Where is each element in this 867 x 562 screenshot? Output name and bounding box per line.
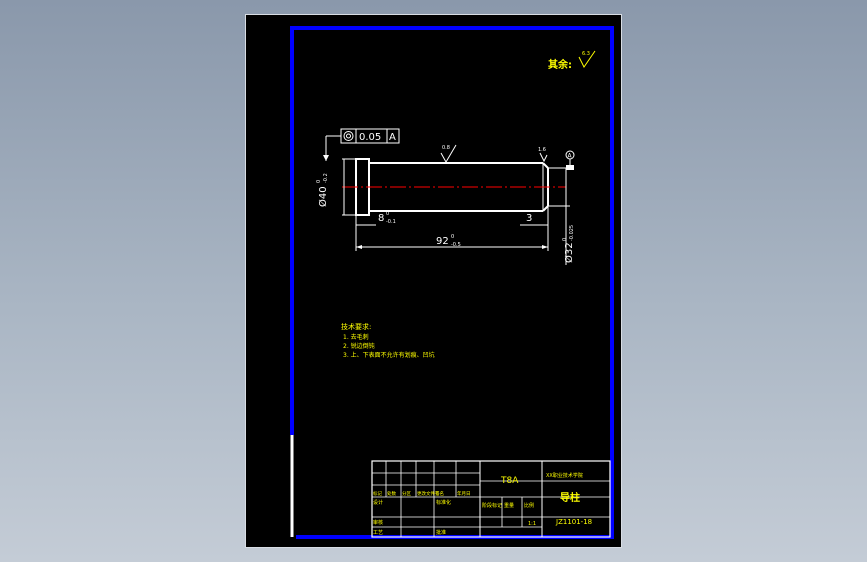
school-label: XX职业技术学院: [546, 472, 583, 479]
surface-mark-main: 0.8: [440, 144, 457, 164]
roughness-symbol: 6.3: [578, 50, 596, 68]
tech-item-2: 2. 锐边倒钝: [343, 342, 375, 350]
roughness-value: 6.3: [582, 51, 590, 57]
title-block: T8A XX职业技术学院 导柱 JZ1101-18 1:1 标记 处数 分区 更…: [371, 460, 611, 538]
svg-text:工艺: 工艺: [373, 530, 383, 536]
svg-text:批准: 批准: [436, 529, 446, 536]
svg-text:审核: 审核: [373, 519, 383, 526]
svg-text:-0.5: -0.5: [451, 242, 461, 248]
dim-chamfer: 3: [520, 213, 548, 226]
svg-text:Ø32: Ø32: [563, 242, 575, 263]
svg-text:年月日: 年月日: [457, 490, 471, 497]
svg-text:设计: 设计: [373, 499, 383, 506]
tolerance-datum: A: [389, 132, 396, 143]
svg-text:标记: 标记: [373, 490, 382, 497]
dim-shaft-diameter: Ø32 0 -0.025: [548, 167, 575, 265]
tolerance-frame: 0.05 A: [323, 128, 400, 161]
svg-text:分区: 分区: [402, 490, 411, 497]
svg-text:重量: 重量: [504, 502, 514, 509]
svg-text:签名: 签名: [435, 490, 444, 497]
tolerance-value: 0.05: [359, 132, 381, 143]
surface-mark-end: 1.6: [538, 147, 548, 163]
svg-text:0: 0: [451, 234, 454, 240]
scale-value: 1:1: [528, 521, 536, 527]
dim-head-length: 8 0 -0.1: [356, 211, 396, 226]
svg-text:处数: 处数: [387, 490, 396, 497]
svg-text:0: 0: [386, 211, 389, 217]
svg-text:8: 8: [378, 213, 384, 224]
svg-text:-0.025: -0.025: [569, 225, 575, 241]
svg-text:0.8: 0.8: [442, 145, 450, 151]
svg-text:1.6: 1.6: [538, 147, 546, 153]
tech-title: 技术要求:: [341, 322, 371, 331]
svg-text:0: 0: [562, 238, 568, 241]
svg-text:3: 3: [526, 213, 532, 224]
svg-text:0: 0: [316, 180, 322, 183]
svg-text:-0.1: -0.1: [386, 219, 396, 225]
concentricity-icon: [343, 131, 354, 141]
part-name: 导柱: [560, 491, 580, 504]
dim-total-length: 92 0 -0.5: [355, 206, 549, 251]
cad-drawing: 其余: 6.3 0.05 A 0.8 1.6 A: [290, 26, 614, 539]
svg-text:更改文件号: 更改文件号: [417, 490, 440, 497]
svg-text:-0.2: -0.2: [323, 173, 329, 183]
tech-item-1: 1. 去毛刺: [343, 333, 369, 341]
tech-item-3: 3. 上、下表面不允许有划痕、凹坑: [343, 351, 435, 359]
drawing-number: JZ1101-18: [555, 518, 592, 526]
svg-text:标准化: 标准化: [436, 499, 451, 506]
datum-marker: A: [565, 150, 575, 170]
svg-text:比例: 比例: [524, 502, 534, 509]
roughness-label: 其余:: [548, 58, 572, 71]
svg-text:92: 92: [436, 236, 449, 247]
svg-text:A: A: [568, 153, 573, 160]
svg-text:Ø40: Ø40: [317, 186, 329, 207]
tech-requirements: 技术要求: 1. 去毛刺 2. 锐边倒钝 3. 上、下表面不允许有划痕、凹坑: [341, 322, 435, 359]
drawing-sheet: 其余: 6.3 0.05 A 0.8 1.6 A: [245, 14, 622, 548]
svg-text:阶段标记: 阶段标记: [482, 502, 502, 509]
material-label: T8A: [500, 476, 519, 486]
dim-head-diameter: Ø40 0 -0.2: [316, 158, 356, 216]
